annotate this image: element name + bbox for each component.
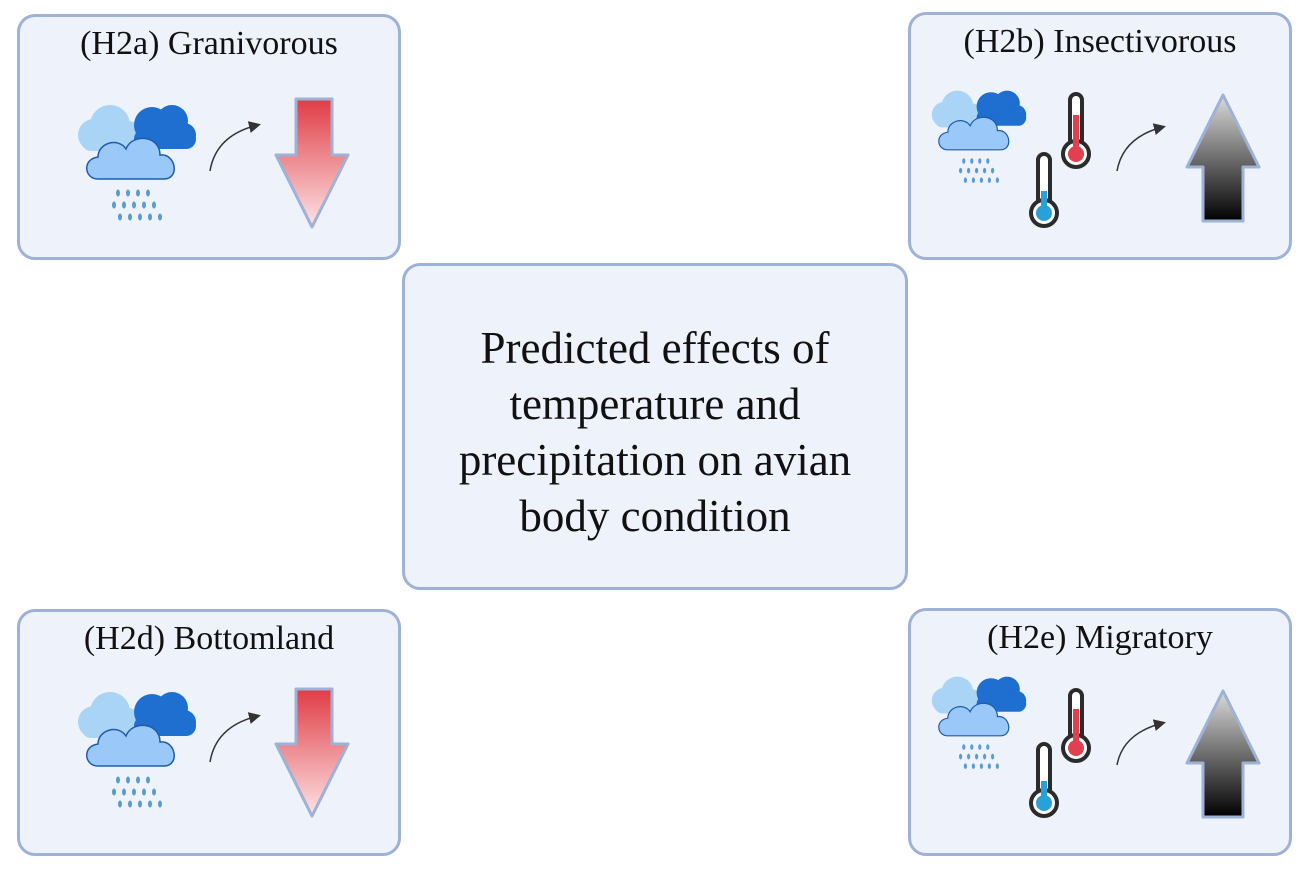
hypothesis-graphic-h2b (931, 89, 1261, 228)
cold-thermometer-icon (1029, 152, 1059, 228)
hot-thermometer-icon (1061, 92, 1091, 169)
hypothesis-graphic-h2d (77, 687, 350, 818)
center-line-3: precipitation on avian (458, 435, 852, 485)
hypothesis-title-h2d: (H2d) Bottomland (83, 620, 335, 657)
hypothesis-graphic-h2e (931, 675, 1261, 819)
curved-arrow-icon (209, 712, 261, 763)
center-summary-text: Predicted effects of temperature and pre… (405, 320, 905, 544)
rain-cloud-icon (931, 89, 1027, 184)
hypothesis-box-h2e: (H2e) Migratory (908, 608, 1292, 856)
hypothesis-title-h2b: (H2b) Insectivorous (963, 23, 1237, 60)
decrease-arrow-icon (274, 97, 350, 229)
curved-arrow-icon (209, 121, 261, 172)
rain-cloud-icon (77, 691, 197, 809)
curved-arrow-icon (1116, 123, 1166, 172)
center-summary-box: Predicted effects of temperature and pre… (402, 263, 908, 590)
center-line-2: temperature and (509, 379, 801, 429)
rain-cloud-icon (77, 104, 197, 222)
center-line-1: Predicted effects of (480, 323, 830, 373)
decrease-arrow-icon (274, 687, 350, 818)
hot-thermometer-icon (1061, 688, 1091, 763)
increase-arrow-icon (1185, 689, 1261, 819)
increase-arrow-icon (1185, 93, 1261, 223)
hypothesis-box-h2b: (H2b) Insectivorous (908, 12, 1292, 260)
rain-cloud-icon (931, 675, 1027, 770)
hypothesis-title-h2a: (H2a) Granivorous (80, 25, 338, 62)
hypothesis-graphic-h2a (77, 97, 350, 229)
cold-thermometer-icon (1029, 742, 1059, 818)
hypothesis-box-h2a: (H2a) Granivorous (17, 14, 401, 260)
center-line-4: body condition (519, 491, 791, 541)
curved-arrow-icon (1116, 719, 1166, 766)
hypothesis-title-h2e: (H2e) Migratory (987, 619, 1213, 656)
hypothesis-box-h2d: (H2d) Bottomland (17, 609, 401, 856)
